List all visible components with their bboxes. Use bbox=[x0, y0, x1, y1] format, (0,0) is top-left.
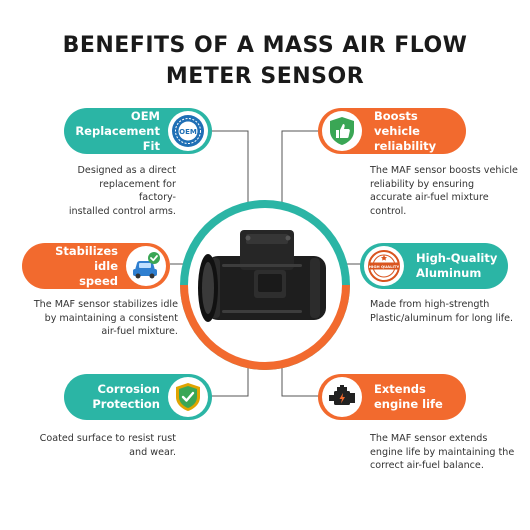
benefit-corrosion-label-1: Corrosion bbox=[97, 382, 160, 396]
engine-icon bbox=[322, 377, 362, 417]
benefit-aluminum-label-2: Aluminum bbox=[416, 266, 482, 280]
benefit-idle-label-2: speed bbox=[79, 273, 118, 288]
high-quality-stamp-icon: HIGH QUALITY bbox=[364, 246, 404, 286]
benefit-idle-label-1: Stabilizes idle bbox=[55, 243, 118, 273]
shield-check-icon bbox=[168, 377, 208, 417]
benefit-reliability-label-2: reliability bbox=[374, 138, 437, 153]
benefit-engine-desc: The MAF sensor extends engine life by ma… bbox=[370, 433, 515, 471]
title-line-2: METER SENSOR bbox=[165, 64, 365, 89]
mass-air-flow-sensor-image bbox=[198, 230, 326, 322]
benefit-reliability-pill: Boosts vehicle reliability bbox=[318, 108, 466, 154]
oem-badge-text: OEM bbox=[179, 128, 197, 136]
oem-seal-icon: OEM bbox=[168, 111, 208, 151]
page-title: BENEFITS OF A MASS AIR FLOW METER SENSOR bbox=[0, 30, 530, 92]
product-ring bbox=[180, 200, 350, 370]
benefit-idle-desc: The MAF sensor stabilizes idle by mainta… bbox=[33, 299, 178, 337]
benefit-aluminum-desc: Made from high-strength Plastic/aluminum… bbox=[370, 299, 514, 324]
thumbs-up-shield-icon bbox=[322, 111, 362, 151]
benefit-oem-label-1: OEM bbox=[130, 108, 160, 123]
benefit-aluminum-label-1: High-Quality bbox=[416, 251, 498, 265]
benefit-oem-label-2: Replacement Fit bbox=[75, 123, 160, 153]
benefit-corrosion-label-2: Protection bbox=[92, 397, 160, 411]
car-check-icon bbox=[126, 246, 166, 286]
benefit-engine-label-1: Extends bbox=[374, 382, 426, 396]
benefit-engine-label-2: engine life bbox=[374, 397, 443, 411]
benefit-reliability-label-1: Boosts vehicle bbox=[374, 108, 420, 138]
benefit-aluminum-pill: HIGH QUALITY High-Quality Aluminum bbox=[360, 243, 508, 289]
benefit-corrosion-pill: Corrosion Protection bbox=[64, 374, 212, 420]
benefit-oem-pill: OEM Replacement Fit OEM bbox=[64, 108, 212, 154]
title-line-1: BENEFITS OF A MASS AIR FLOW bbox=[62, 33, 468, 58]
benefit-engine-pill: Extends engine life bbox=[318, 374, 466, 420]
high-quality-badge-text: HIGH QUALITY bbox=[369, 264, 400, 269]
benefit-reliability-desc: The MAF sensor boosts vehicle reliabilit… bbox=[370, 165, 518, 217]
benefit-corrosion-desc: Coated surface to resist rust and wear. bbox=[39, 433, 176, 458]
benefit-idle-pill: Stabilizes idle speed bbox=[22, 243, 170, 289]
benefit-oem-desc: Designed as a direct replacement for fac… bbox=[68, 165, 176, 217]
